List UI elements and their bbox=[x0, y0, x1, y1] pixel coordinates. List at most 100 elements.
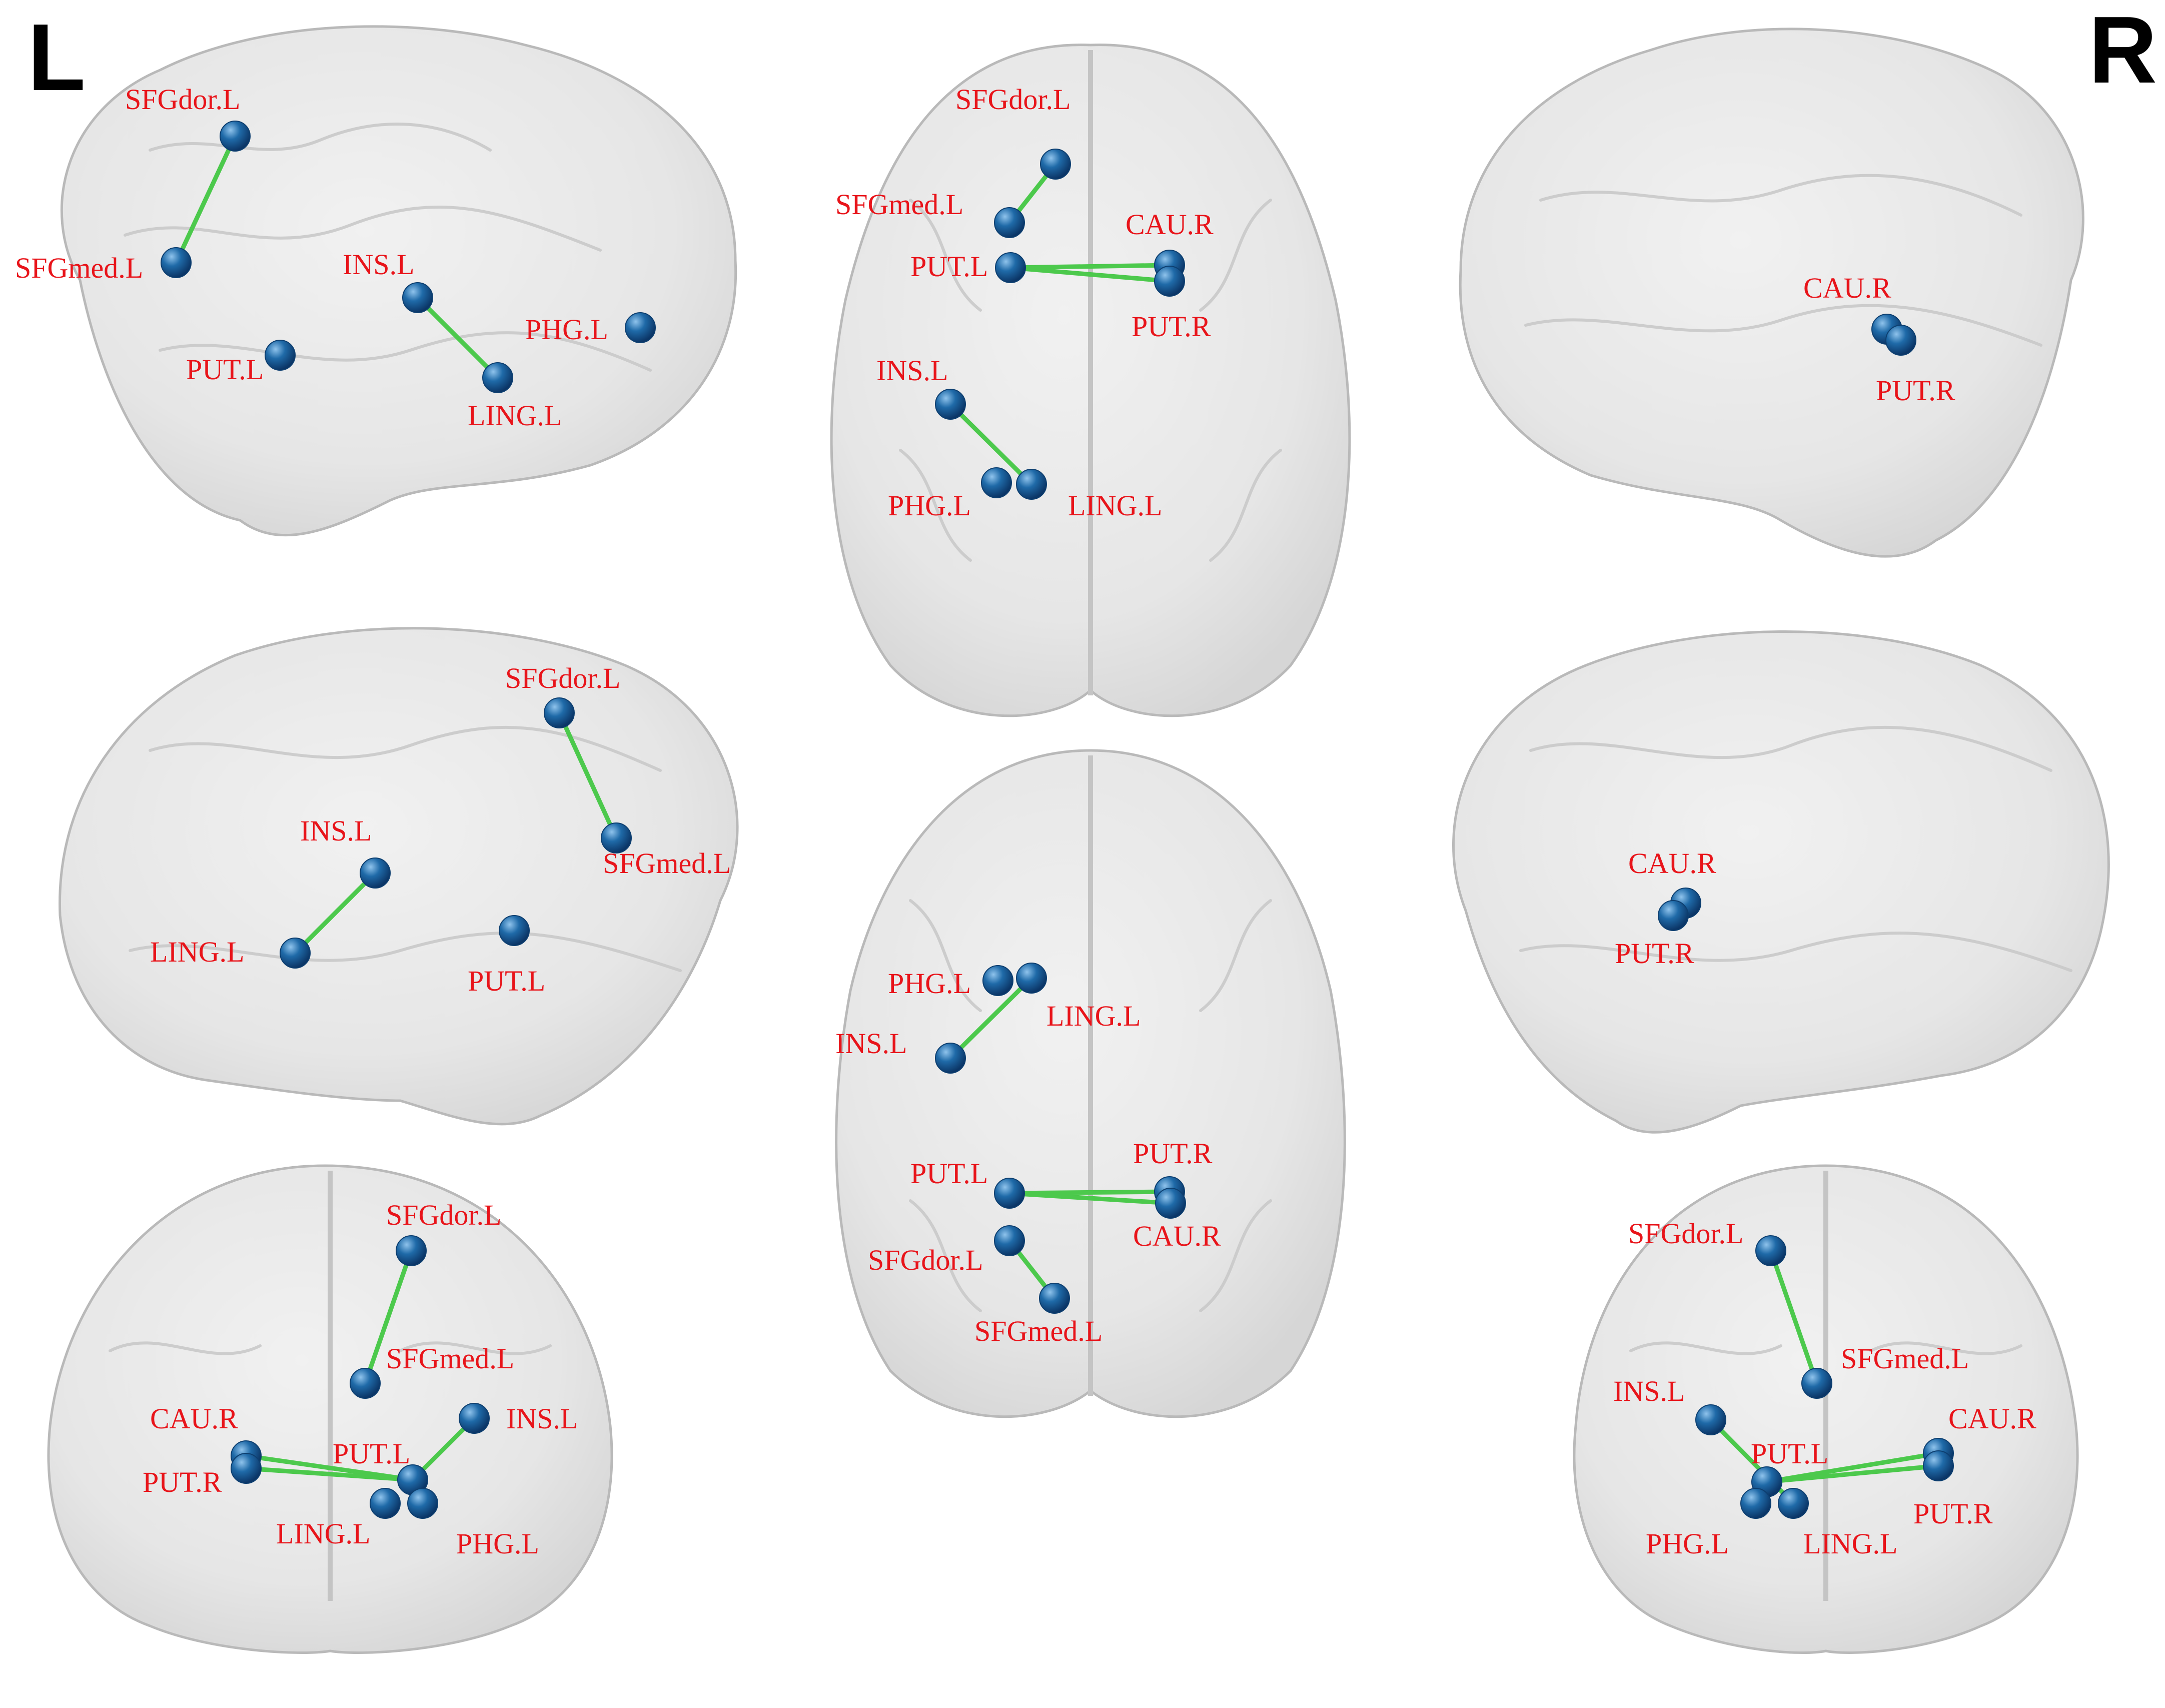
label-right-medial-cau-r: CAU.R bbox=[1628, 847, 1716, 880]
node-top-superior-put-r bbox=[1154, 266, 1185, 297]
label-right-medial-put-r: PUT.R bbox=[1615, 937, 1694, 970]
brain-left-medial bbox=[59, 627, 739, 1126]
label-posterior-cau-r: CAU.R bbox=[1948, 1402, 2036, 1435]
label-posterior-ling-l: LING.L bbox=[1803, 1527, 1897, 1560]
node-left-medial-sfgdor-l bbox=[544, 697, 575, 728]
nodes-layer bbox=[161, 121, 1954, 1519]
label-bottom-inferior-put-r: PUT.R bbox=[1133, 1137, 1213, 1170]
node-anterior-sfgdor-l bbox=[396, 1235, 427, 1266]
label-left-lateral-put-l: PUT.L bbox=[186, 353, 264, 386]
node-posterior-put-r bbox=[1923, 1450, 1954, 1481]
node-posterior-sfgdor-l bbox=[1755, 1235, 1786, 1266]
node-bottom-inferior-cau-r bbox=[1155, 1188, 1186, 1219]
label-anterior-put-l: PUT.L bbox=[333, 1437, 410, 1470]
node-bottom-inferior-sfgmed-l bbox=[1039, 1283, 1070, 1314]
label-top-superior-cau-r: CAU.R bbox=[1126, 208, 1214, 241]
label-top-superior-sfgmed-l: SFGmed.L bbox=[835, 188, 963, 221]
brain-left-lateral bbox=[60, 25, 737, 537]
label-left-lateral-phg-l: PHG.L bbox=[525, 313, 608, 346]
label-posterior-sfgdor-l: SFGdor.L bbox=[1628, 1217, 1743, 1250]
label-bottom-inferior-sfgmed-l: SFGmed.L bbox=[974, 1315, 1103, 1347]
label-left-medial-ling-l: LING.L bbox=[150, 936, 244, 968]
node-posterior-ins-l bbox=[1695, 1404, 1726, 1435]
label-left-medial-ins-l: INS.L bbox=[300, 814, 372, 847]
node-left-medial-ins-l bbox=[360, 858, 391, 889]
node-left-medial-ling-l bbox=[280, 938, 311, 969]
label-bottom-inferior-put-l: PUT.L bbox=[910, 1157, 988, 1190]
node-bottom-inferior-phg-l bbox=[982, 965, 1013, 996]
edge-left-lateral-sfgdor-l-sfgmed-l bbox=[174, 134, 238, 265]
label-posterior-sfgmed-l: SFGmed.L bbox=[1841, 1342, 1969, 1375]
node-anterior-ins-l bbox=[459, 1403, 490, 1434]
edge-bottom-inferior-put-l-cau-r bbox=[1007, 1191, 1173, 1206]
label-top-superior-ins-l: INS.L bbox=[876, 354, 948, 387]
node-posterior-phg-l bbox=[1740, 1488, 1771, 1519]
edge-left-medial-sfgdor-l-sfgmed-l bbox=[557, 710, 619, 840]
labels-layer: SFGdor.L SFGmed.L INS.L PHG.L PUT.L LING.L SFG… bbox=[15, 83, 2036, 1560]
node-anterior-sfgmed-l bbox=[350, 1368, 381, 1399]
label-top-superior-sfgdor-l: SFGdor.L bbox=[955, 83, 1070, 116]
node-left-lateral-sfgdor-l bbox=[220, 121, 251, 152]
label-left-lateral-ins-l: INS.L bbox=[343, 248, 414, 281]
label-left-lateral-sfgmed-l: SFGmed.L bbox=[15, 252, 143, 284]
edge-top-superior-put-l-cau-r bbox=[1008, 263, 1172, 270]
brain-outlines bbox=[47, 25, 2110, 1654]
label-posterior-put-r: PUT.R bbox=[1913, 1497, 1993, 1530]
label-anterior-put-r: PUT.R bbox=[143, 1466, 222, 1498]
node-posterior-sfgmed-l bbox=[1801, 1368, 1832, 1399]
node-left-medial-sfgmed-l bbox=[601, 822, 632, 853]
node-top-superior-sfgmed-l bbox=[994, 207, 1025, 238]
label-left-medial-put-l: PUT.L bbox=[468, 965, 545, 997]
label-anterior-phg-l: PHG.L bbox=[456, 1527, 539, 1560]
edge-left-medial-ins-l-ling-l bbox=[293, 871, 378, 956]
label-top-superior-put-r: PUT.R bbox=[1132, 310, 1211, 343]
node-left-lateral-phg-l bbox=[625, 312, 656, 343]
node-posterior-ling-l bbox=[1778, 1488, 1809, 1519]
node-bottom-inferior-ling-l bbox=[1016, 963, 1047, 994]
node-top-superior-phg-l bbox=[981, 467, 1012, 498]
node-anterior-ling-l bbox=[370, 1488, 401, 1519]
node-right-medial-put-r bbox=[1658, 900, 1689, 931]
node-top-superior-sfgdor-l bbox=[1040, 149, 1071, 180]
label-top-superior-phg-l: PHG.L bbox=[888, 489, 971, 522]
gyri-texture bbox=[109, 123, 2072, 1355]
node-left-lateral-ling-l bbox=[482, 362, 513, 393]
label-anterior-ling-l: LING.L bbox=[276, 1517, 370, 1550]
node-anterior-phg-l bbox=[407, 1488, 438, 1519]
node-top-superior-ins-l bbox=[935, 389, 966, 420]
edge-anterior-sfgdor-l-sfgmed-l bbox=[363, 1248, 414, 1386]
side-label-right: R bbox=[2088, 0, 2157, 103]
label-bottom-inferior-ling-l: LING.L bbox=[1046, 1000, 1141, 1032]
label-anterior-cau-r: CAU.R bbox=[150, 1402, 238, 1435]
label-anterior-sfgmed-l: SFGmed.L bbox=[386, 1342, 514, 1375]
label-posterior-ins-l: INS.L bbox=[1613, 1375, 1685, 1407]
node-top-superior-ling-l bbox=[1016, 469, 1047, 500]
label-right-lateral-cau-r: CAU.R bbox=[1803, 272, 1891, 304]
node-anterior-put-r bbox=[231, 1453, 262, 1484]
label-bottom-inferior-ins-l: INS.L bbox=[835, 1027, 907, 1060]
label-left-medial-sfgmed-l: SFGmed.L bbox=[603, 847, 731, 880]
node-left-lateral-put-l bbox=[265, 340, 296, 371]
node-bottom-inferior-put-l bbox=[994, 1178, 1025, 1209]
label-bottom-inferior-cau-r: CAU.R bbox=[1133, 1220, 1221, 1252]
node-left-lateral-sfgmed-l bbox=[161, 247, 192, 278]
brain-right-lateral bbox=[1459, 28, 2084, 558]
label-bottom-inferior-sfgdor-l: SFGdor.L bbox=[868, 1244, 983, 1276]
label-anterior-sfgdor-l: SFGdor.L bbox=[386, 1199, 501, 1231]
node-left-medial-put-l bbox=[499, 915, 530, 946]
edge-posterior-put-l-put-r bbox=[1764, 1463, 1941, 1484]
label-right-lateral-put-r: PUT.R bbox=[1876, 374, 1955, 407]
brain-right-medial bbox=[1452, 630, 2110, 1134]
node-bottom-inferior-ins-l bbox=[935, 1043, 966, 1074]
label-left-medial-sfgdor-l: SFGdor.L bbox=[505, 662, 620, 694]
node-bottom-inferior-sfgdor-l bbox=[994, 1225, 1025, 1256]
label-posterior-phg-l: PHG.L bbox=[1646, 1527, 1729, 1560]
edge-top-superior-ins-l-ling-l bbox=[948, 402, 1034, 487]
side-label-left: L bbox=[28, 5, 86, 111]
label-top-superior-ling-l: LING.L bbox=[1068, 489, 1162, 522]
edge-left-lateral-ins-l-ling-l bbox=[415, 295, 500, 380]
node-left-lateral-ins-l bbox=[402, 282, 433, 313]
label-left-lateral-ling-l: LING.L bbox=[468, 399, 562, 432]
edge-bottom-inferior-ling-l-ins-l bbox=[948, 976, 1034, 1061]
